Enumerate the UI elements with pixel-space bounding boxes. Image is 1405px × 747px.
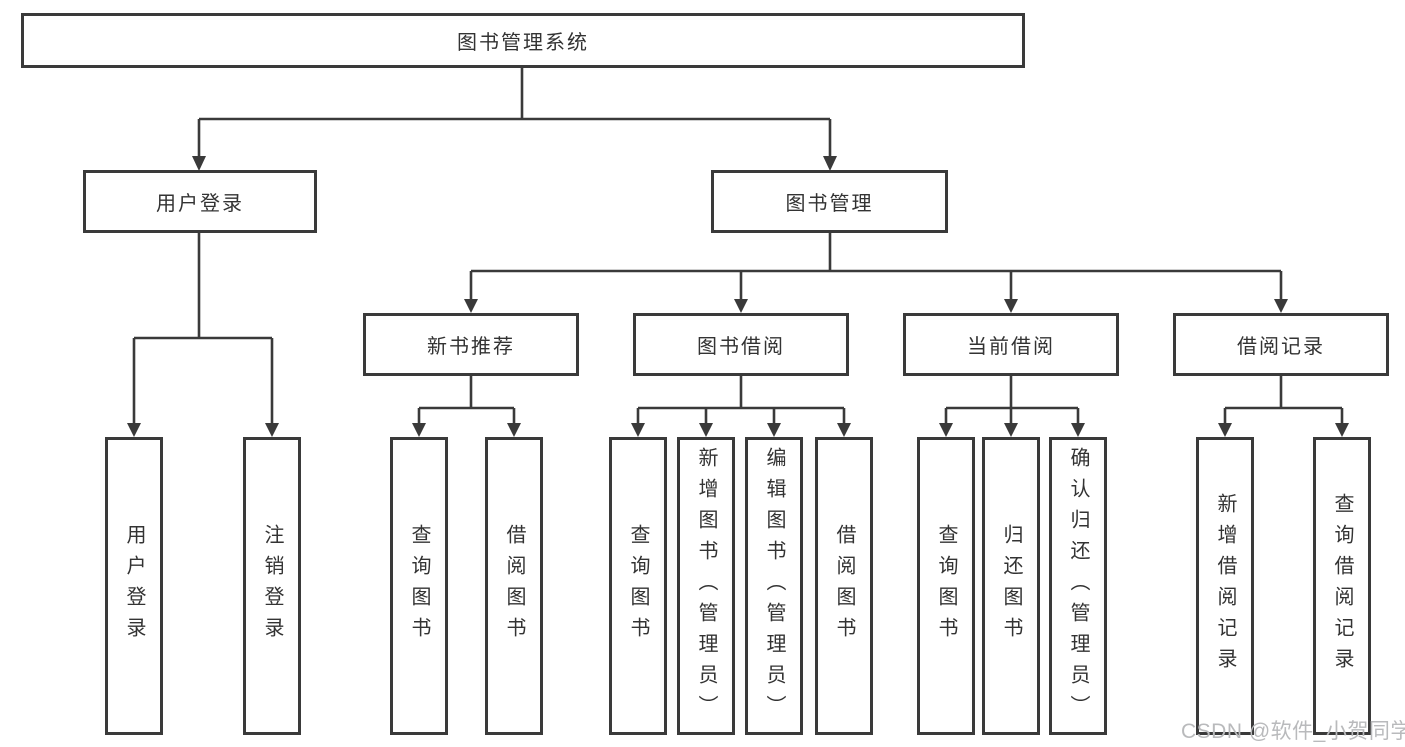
node-book-borrow-label: 图书借阅 (697, 336, 785, 358)
node-book-management: 图书管理 (711, 170, 948, 233)
root-node-label: 图书管理系统 (457, 32, 589, 54)
node-current-borrow-label: 当前借阅 (967, 336, 1055, 358)
node-book-management-label: 图书管理 (785, 193, 874, 215)
leaf-add-books-admin-label: 新增图书（管理员） (695, 446, 717, 726)
leaf-query-books-borrow: 查询图书 (609, 437, 667, 735)
leaf-add-borrow-record: 新增借阅记录 (1196, 437, 1254, 735)
leaf-borrow-books-recommend: 借阅图书 (485, 437, 543, 735)
leaf-query-books-recommend-label: 查询图书 (408, 524, 430, 648)
leaf-edit-books-admin-label: 编辑图书（管理员） (763, 446, 785, 726)
leaf-add-books-admin: 新增图书（管理员） (677, 437, 735, 735)
leaf-logout-label: 注销登录 (261, 524, 283, 648)
leaf-query-books-recommend: 查询图书 (390, 437, 448, 735)
leaf-confirm-return-admin: 确认归还（管理员） (1049, 437, 1107, 735)
leaf-query-borrow-record-label: 查询借阅记录 (1331, 493, 1353, 679)
csdn-watermark: CSDN @软件_小贺同学 (1181, 720, 1405, 743)
arrowheads (127, 156, 1349, 437)
leaf-borrow-books-label: 借阅图书 (833, 524, 855, 648)
leaf-return-books-label: 归还图书 (1000, 524, 1022, 648)
leaf-query-books-borrow-label: 查询图书 (627, 524, 649, 648)
node-user-login: 用户登录 (83, 170, 317, 233)
node-borrow-records-label: 借阅记录 (1237, 336, 1325, 358)
leaf-user-login: 用户登录 (105, 437, 163, 735)
leaf-query-books-current-label: 查询图书 (935, 524, 957, 648)
leaf-query-books-current: 查询图书 (917, 437, 975, 735)
node-new-book-recommend: 新书推荐 (363, 313, 579, 376)
leaf-logout: 注销登录 (243, 437, 301, 735)
leaf-confirm-return-admin-label: 确认归还（管理员） (1067, 446, 1089, 726)
root-node-library-system: 图书管理系统 (21, 13, 1025, 68)
node-book-borrow: 图书借阅 (633, 313, 849, 376)
node-user-login-label: 用户登录 (156, 193, 244, 215)
leaf-edit-books-admin: 编辑图书（管理员） (745, 437, 803, 735)
leaf-user-login-label: 用户登录 (123, 524, 145, 648)
leaf-borrow-books: 借阅图书 (815, 437, 873, 735)
leaf-add-borrow-record-label: 新增借阅记录 (1214, 493, 1236, 679)
leaf-return-books: 归还图书 (982, 437, 1040, 735)
leaf-borrow-books-recommend-label: 借阅图书 (503, 524, 525, 648)
node-borrow-records: 借阅记录 (1173, 313, 1389, 376)
node-new-book-recommend-label: 新书推荐 (427, 336, 515, 358)
node-current-borrow: 当前借阅 (903, 313, 1119, 376)
leaf-query-borrow-record: 查询借阅记录 (1313, 437, 1371, 735)
